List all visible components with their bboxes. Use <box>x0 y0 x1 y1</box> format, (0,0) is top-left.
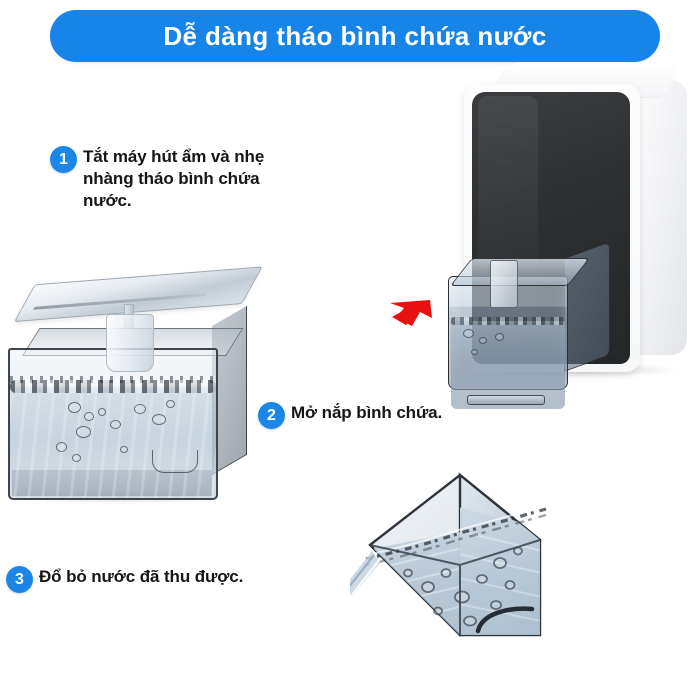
bubble <box>76 426 91 438</box>
bubble <box>98 408 106 416</box>
open-tank-handle <box>152 450 198 473</box>
pouring-tank-waterline <box>365 504 547 567</box>
step-3: 3 Đổ bỏ nước đã thu được. <box>6 566 276 593</box>
pouring-water-stream <box>350 551 381 600</box>
pouring-tank-water-right <box>460 505 540 635</box>
page-title: Dễ dàng tháo bình chứa nước <box>163 20 547 51</box>
pouring-tank-svg <box>350 472 547 637</box>
bubble <box>120 446 128 453</box>
appliance-water-tank <box>448 242 610 409</box>
bubble <box>479 337 487 344</box>
step-2-text: Mở nắp bình chứa. <box>291 403 443 422</box>
step-1: 1 Tắt máy hút ẩm và nhẹ nhàng tháo bình … <box>50 146 290 211</box>
bubble <box>56 442 67 452</box>
open-tank-water-foam <box>10 376 216 383</box>
open-tank-front <box>8 348 218 500</box>
red-arrow-down-left-icon <box>390 300 432 326</box>
appliance-tank-float <box>490 260 518 308</box>
open-tank-water-texture <box>10 394 216 498</box>
pouring-tank-rear-edges <box>369 539 541 635</box>
bubble <box>134 404 146 414</box>
bubble <box>495 333 504 341</box>
bubble <box>84 412 94 421</box>
appliance-tank-front <box>448 276 568 409</box>
step-1-text: Tắt máy hút ẩm và nhẹ nhàng tháo bình ch… <box>83 147 265 210</box>
appliance-tank-waterline <box>451 317 565 325</box>
step-2: 2 Mở nắp bình chứa. <box>258 402 488 429</box>
title-banner: Dễ dàng tháo bình chứa nước <box>50 10 660 62</box>
open-tank-waterline <box>10 380 216 393</box>
step-1-number: 1 <box>50 146 77 173</box>
bubble <box>68 402 81 413</box>
open-tank-float <box>106 314 154 372</box>
dehumidifier-illustration <box>440 62 690 409</box>
bubble <box>471 349 478 355</box>
open-tank-bottom <box>12 470 212 496</box>
step-3-text: Đổ bỏ nước đã thu được. <box>39 567 244 586</box>
appliance-tank-top-rim <box>450 258 590 286</box>
appliance-tank-handle <box>467 395 545 405</box>
step-2-number: 2 <box>258 402 285 429</box>
pouring-tank-bubbles <box>403 546 523 627</box>
bubble <box>110 420 121 429</box>
step-3-number: 3 <box>6 566 33 593</box>
bubble <box>72 454 81 462</box>
bubble <box>152 414 166 425</box>
pouring-water-tank-illustration <box>350 445 690 695</box>
pouring-tank-handle <box>475 606 535 634</box>
bubble <box>463 329 474 338</box>
bubble <box>166 400 175 408</box>
open-water-tank-illustration <box>8 266 263 508</box>
